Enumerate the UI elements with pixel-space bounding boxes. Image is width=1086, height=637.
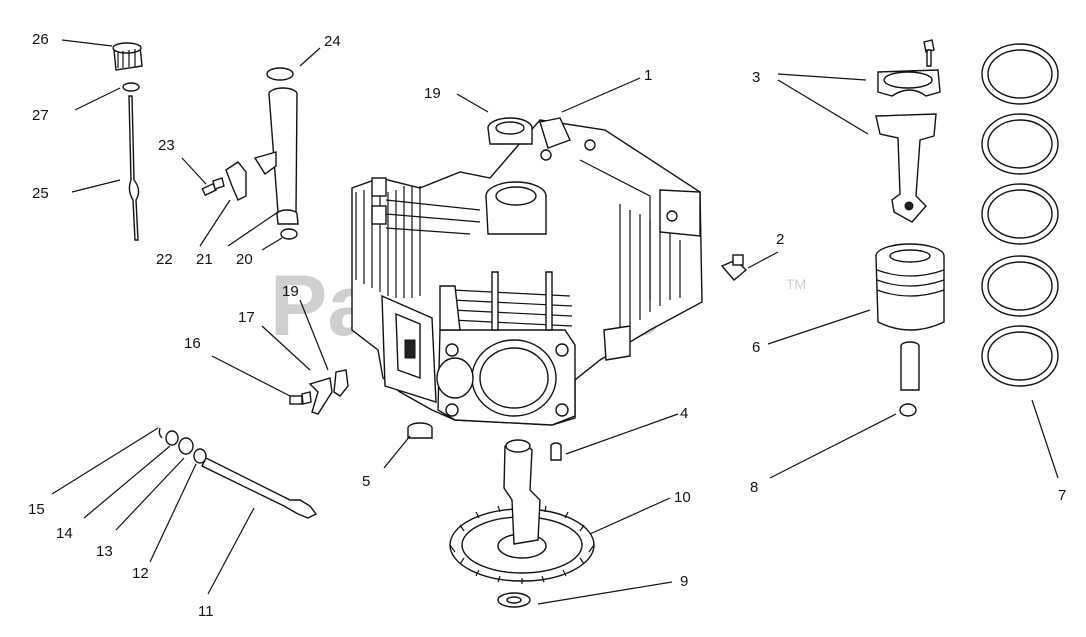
part-bracket [225,161,247,201]
callout-26: 26 [32,31,49,48]
callout-21: 21 [196,251,213,268]
callout-12: 12 [132,565,149,582]
callout-labels: 1 2 3 4 5 6 7 8 9 10 11 12 13 14 15 16 1… [28,31,1066,620]
part-governor-shaft [201,457,318,519]
callout-2: 2 [776,231,784,248]
callout-14: 14 [56,525,73,542]
callout-15: 15 [28,501,45,518]
part-governor-bolt [289,391,312,405]
part-seal-top [487,117,533,145]
callout-13: 13 [96,543,113,560]
part-governor-lever [308,369,349,415]
part-camshaft [449,439,595,584]
callout-7: 7 [1058,487,1066,504]
callout-8: 8 [750,479,758,496]
callout-6: 6 [752,339,760,356]
part-washer-12 [193,448,207,464]
part-dipstick [128,95,140,241]
part-piston-pin [900,341,920,391]
part-crankcase-block [351,117,703,426]
part-connecting-rod [875,39,941,223]
callout-20: 20 [236,251,253,268]
callout-9: 9 [680,573,688,590]
part-washer-9 [497,592,531,608]
part-oil-fill-cap [112,42,143,71]
callout-27: 27 [32,107,49,124]
part-piston [875,243,945,331]
callout-3: 3 [752,69,760,86]
watermark-trademark: TM [786,276,806,292]
part-tube-o-ring-top [266,67,294,81]
part-pin-4 [550,442,562,461]
part-cap-5 [407,422,433,439]
callout-24: 24 [324,33,341,50]
part-plug [720,254,748,281]
callout-19-lower: 19 [282,283,299,300]
callout-1: 1 [644,67,652,84]
part-screw [201,177,225,197]
part-bushing-13 [178,437,194,455]
callout-25: 25 [32,185,49,202]
callout-22: 22 [156,251,173,268]
leader-lines [51,39,1059,605]
callout-5: 5 [362,473,370,490]
callout-19-top: 19 [424,85,441,102]
callout-23: 23 [158,137,175,154]
callout-17: 17 [238,309,255,326]
part-cap-o-ring [122,82,140,92]
callout-4: 4 [680,405,688,422]
part-tube-o-ring-bottom [280,228,298,240]
part-piston-pin-retainer [899,403,917,417]
part-retaining-ring [158,427,163,439]
part-piston-rings [981,43,1059,387]
callout-11: 11 [198,603,214,620]
callout-10: 10 [674,489,691,506]
callout-16: 16 [184,335,201,352]
part-oil-fill-tube [253,87,299,225]
part-washer-14 [165,430,179,446]
